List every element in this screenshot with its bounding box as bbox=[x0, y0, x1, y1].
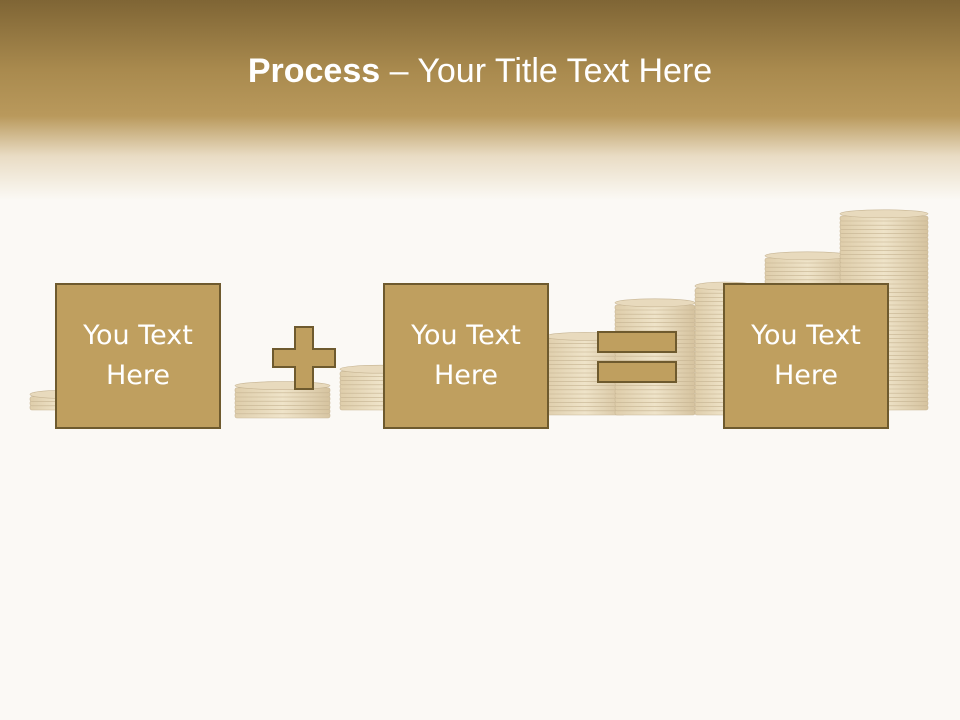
process-box-1-text: You Text Here bbox=[83, 320, 193, 391]
equals-icon bbox=[597, 331, 677, 383]
header-band bbox=[0, 0, 960, 200]
process-box-3-text: You Text Here bbox=[751, 320, 861, 391]
title-bold: Process bbox=[247, 52, 381, 90]
slide-title: Process – Your Title Text Here bbox=[0, 52, 960, 91]
plus-icon bbox=[272, 326, 336, 390]
process-box-2-text: You Text Here bbox=[411, 320, 521, 391]
title-rest: – Your Title Text Here bbox=[380, 52, 713, 90]
process-box-1[interactable]: You Text Here bbox=[55, 283, 221, 429]
process-box-3[interactable]: You Text Here bbox=[723, 283, 889, 429]
process-box-2[interactable]: You Text Here bbox=[383, 283, 549, 429]
